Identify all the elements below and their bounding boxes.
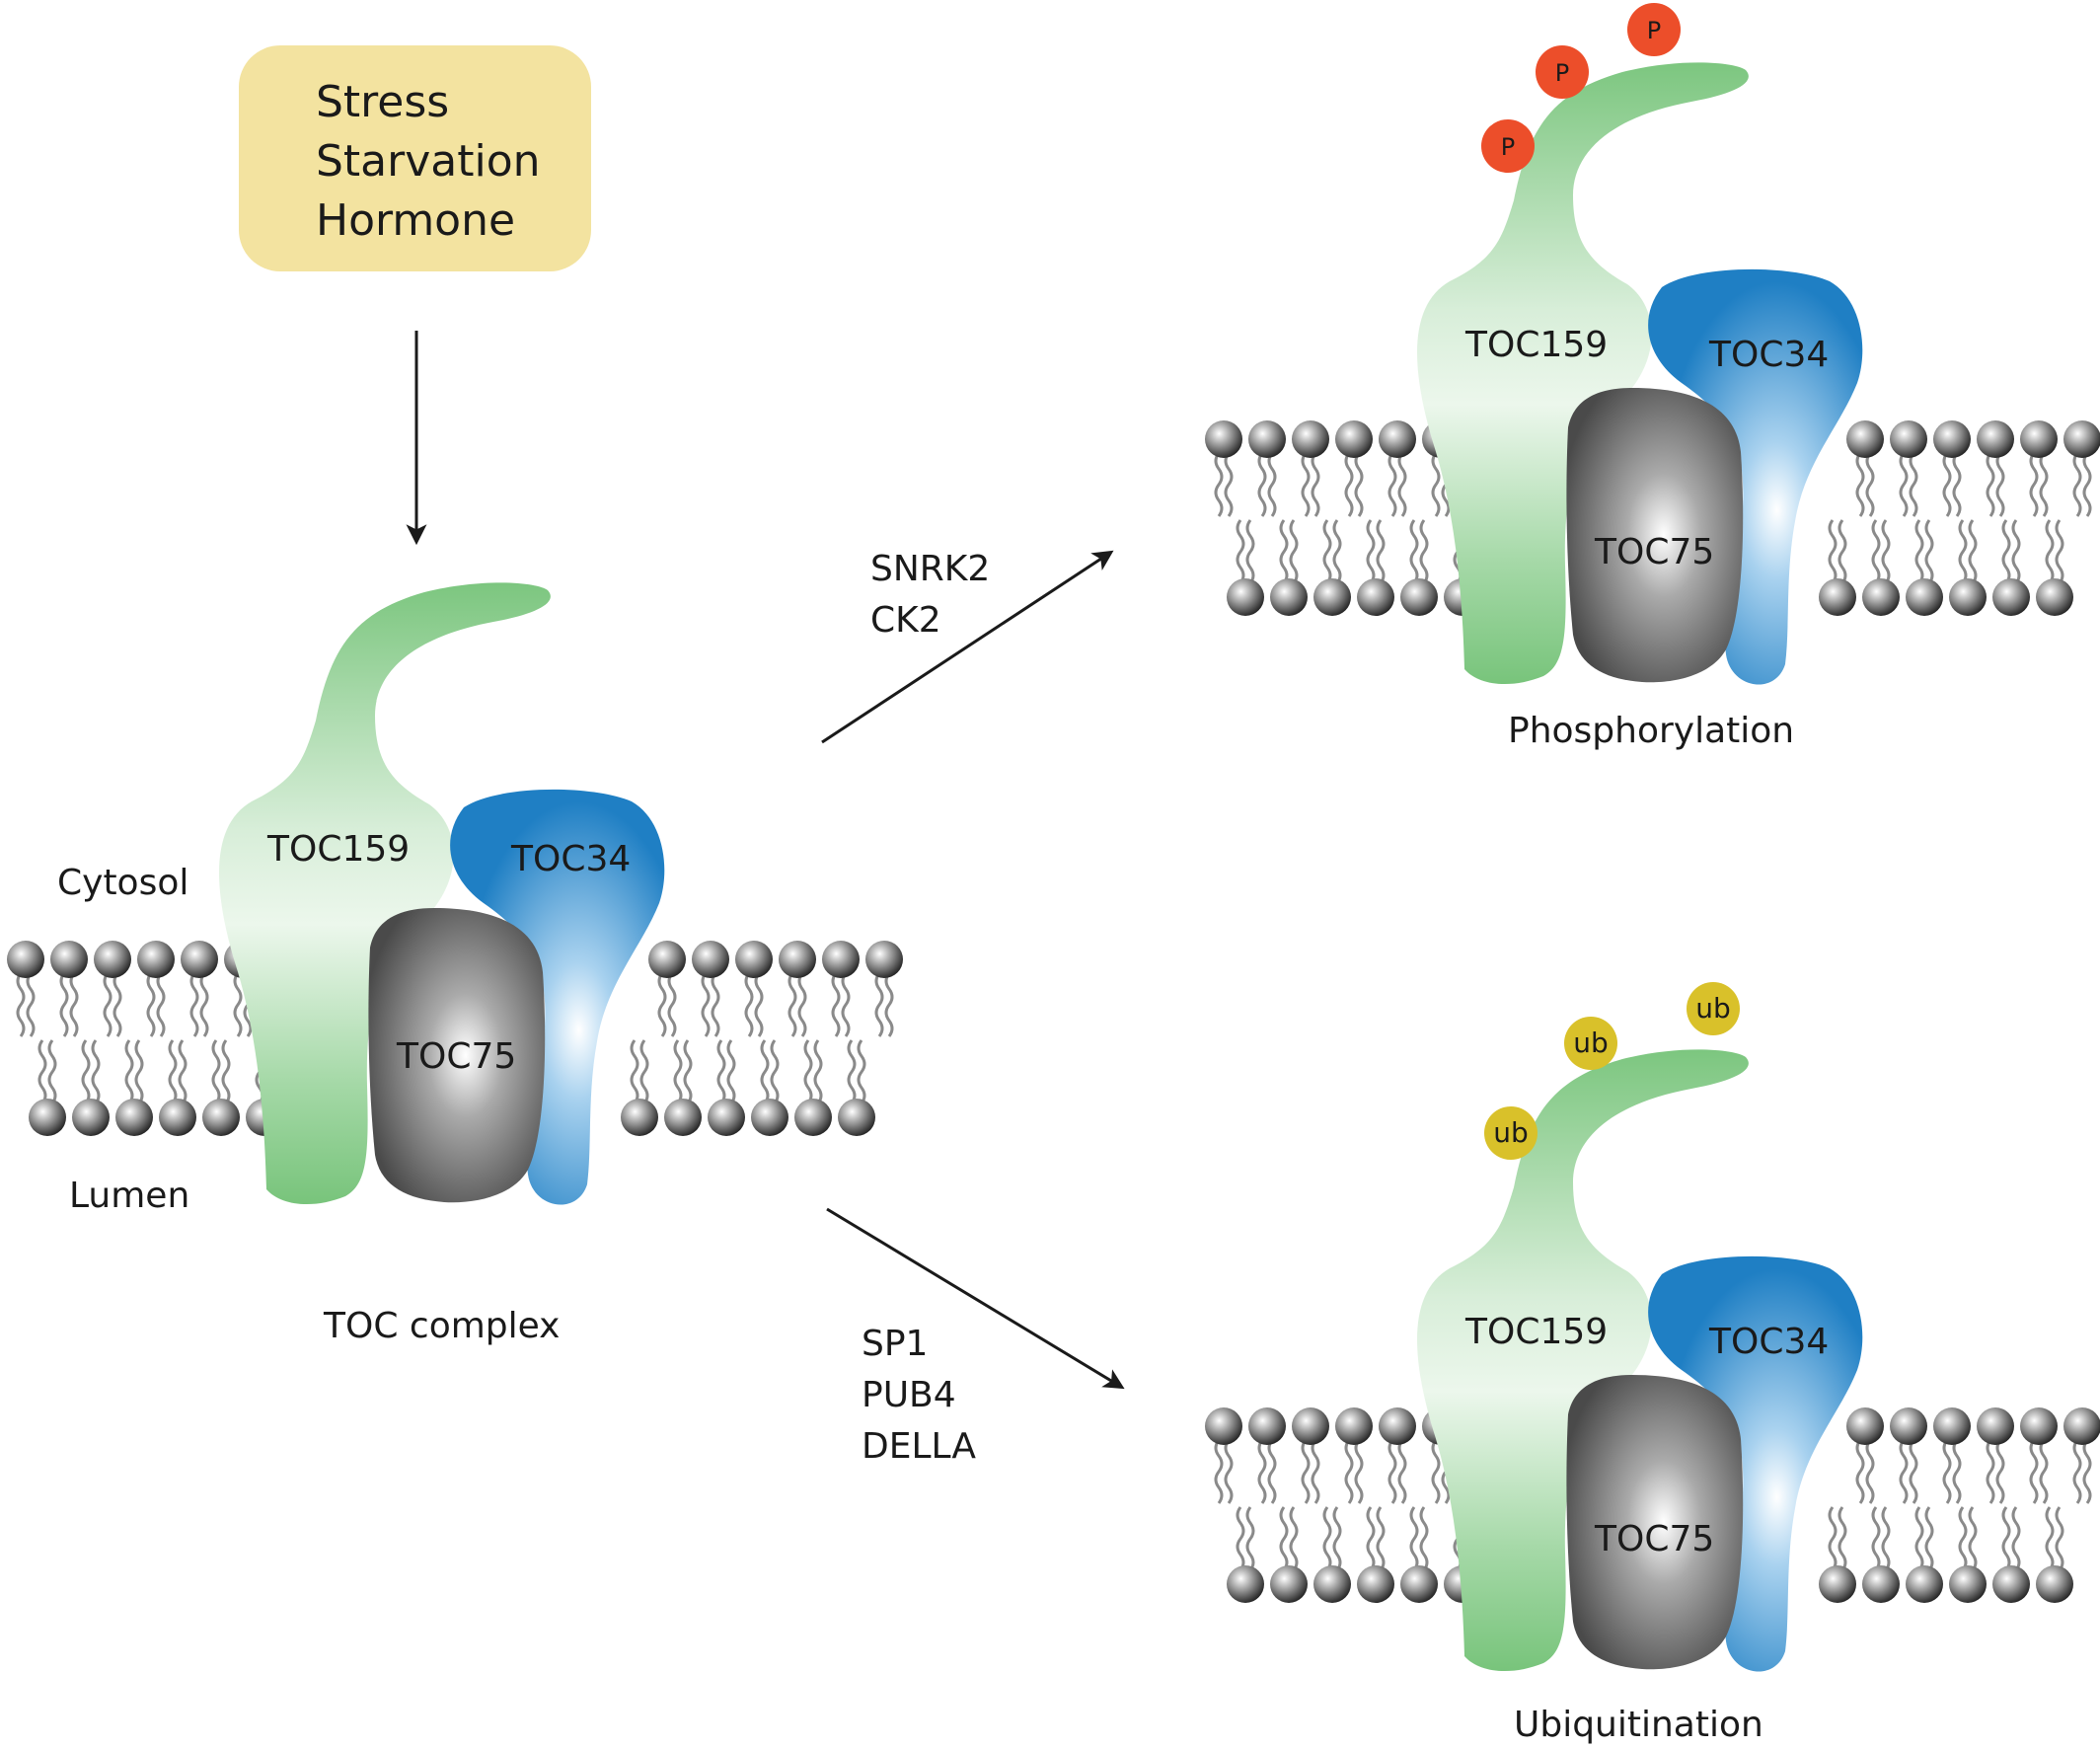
bottom-enzyme-sp1: SP1 bbox=[862, 1324, 928, 1364]
bottom-toc34-label: TOC34 bbox=[1708, 1322, 1829, 1362]
top-toc159-label: TOC159 bbox=[1464, 325, 1608, 365]
left-toc159-label: TOC159 bbox=[266, 829, 410, 870]
ubiquitin-mark: ub bbox=[1484, 1106, 1538, 1160]
phosphate-mark: P bbox=[1627, 3, 1681, 56]
cytosol-label: Cytosol bbox=[57, 863, 188, 903]
phosphorylation-caption: Phosphorylation bbox=[1508, 711, 1794, 751]
top-enzyme-snrk2: SNRK2 bbox=[870, 549, 990, 589]
top-enzyme-ck2: CK2 bbox=[870, 600, 941, 641]
bottom-enzyme-della: DELLA bbox=[862, 1426, 976, 1467]
lumen-label: Lumen bbox=[69, 1176, 189, 1216]
phosphate-mark-label: P bbox=[1555, 59, 1569, 87]
ubiquitin-mark: ub bbox=[1687, 982, 1740, 1035]
stimulus-box bbox=[239, 45, 591, 271]
toc-complex-caption: TOC complex bbox=[323, 1306, 560, 1346]
phosphate-mark-label: P bbox=[1501, 133, 1515, 161]
stimulus-line-stress: Stress bbox=[316, 77, 449, 127]
stimulus-line-hormone: Hormone bbox=[316, 195, 515, 246]
phosphate-mark: P bbox=[1536, 45, 1589, 99]
ubiquitin-mark-label: ub bbox=[1573, 1026, 1609, 1059]
ubiquitin-mark-label: ub bbox=[1695, 992, 1731, 1025]
ubiquitin-mark: ub bbox=[1564, 1017, 1617, 1070]
phosphorylation-arrow bbox=[821, 550, 1114, 744]
left-toc34-label: TOC34 bbox=[510, 839, 631, 879]
bottom-toc159-label: TOC159 bbox=[1464, 1312, 1608, 1352]
phosphorylated-toc-complex bbox=[1203, 62, 2100, 685]
stimulus-line-starvation: Starvation bbox=[316, 136, 541, 187]
bottom-enzyme-pub4: PUB4 bbox=[862, 1375, 956, 1415]
ubiquitin-mark-label: ub bbox=[1493, 1116, 1529, 1149]
ubiquitination-arrow bbox=[826, 1207, 1125, 1390]
bottom-toc75-label: TOC75 bbox=[1594, 1519, 1714, 1559]
phosphate-mark: P bbox=[1481, 119, 1535, 173]
phosphate-mark-label: P bbox=[1647, 17, 1661, 44]
ubiquitinated-toc-complex bbox=[1203, 1049, 2100, 1672]
top-toc75-label: TOC75 bbox=[1594, 532, 1714, 572]
left-toc75-label: TOC75 bbox=[396, 1036, 516, 1077]
ubiquitination-caption: Ubiquitination bbox=[1514, 1705, 1763, 1745]
top-toc34-label: TOC34 bbox=[1708, 335, 1829, 375]
